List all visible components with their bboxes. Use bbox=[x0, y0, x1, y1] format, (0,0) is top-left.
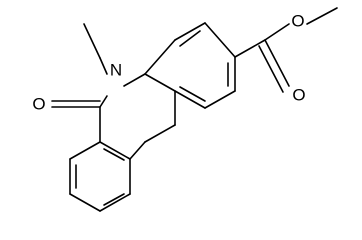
bond-ring-a-inner-3 bbox=[103, 148, 125, 161]
bond-ring-c-1 bbox=[144, 39, 176, 75]
bond-ester-c bbox=[234, 39, 266, 58]
bond-ester-o-me bbox=[306, 7, 338, 25]
molecule-structure: N O O O bbox=[32, 7, 338, 212]
bond-ring-b-n-c bbox=[123, 73, 146, 87]
bond-ester-co-1 bbox=[264, 39, 290, 87]
lactam-oxygen-label: O bbox=[32, 95, 45, 114]
bond-ring-b-junction-3 bbox=[144, 124, 176, 143]
bond-ring-a-3 bbox=[69, 193, 101, 212]
bond-n-ethyl-2 bbox=[83, 23, 101, 59]
bond-ring-a-4 bbox=[99, 193, 131, 212]
bond-ring-a-6 bbox=[99, 141, 131, 160]
ester-carbonyl-oxygen-label: O bbox=[292, 86, 305, 105]
ester-ether-oxygen-label: O bbox=[291, 12, 304, 31]
bond-ring-c-inner-3 bbox=[179, 86, 206, 102]
bond-ring-a-1 bbox=[69, 141, 101, 160]
bond-ring-c-inner-1 bbox=[179, 30, 201, 47]
bond-ring-c-6 bbox=[174, 90, 206, 109]
bond-ring-b-junction-1 bbox=[144, 73, 176, 92]
bond-ring-c-3 bbox=[204, 22, 236, 58]
bond-ring-b-co-n bbox=[99, 95, 108, 108]
bond-ring-c-5 bbox=[204, 90, 236, 109]
bond-n-ethyl-1 bbox=[99, 57, 108, 75]
bond-ring-a-inner-2 bbox=[103, 193, 125, 206]
bond-ring-c-2 bbox=[174, 22, 206, 41]
bond-ester-co-2 bbox=[258, 45, 284, 93]
bond-ring-b-biaryl bbox=[129, 141, 146, 160]
bond-ester-o bbox=[264, 23, 290, 41]
nitrogen-label: N bbox=[110, 61, 122, 80]
